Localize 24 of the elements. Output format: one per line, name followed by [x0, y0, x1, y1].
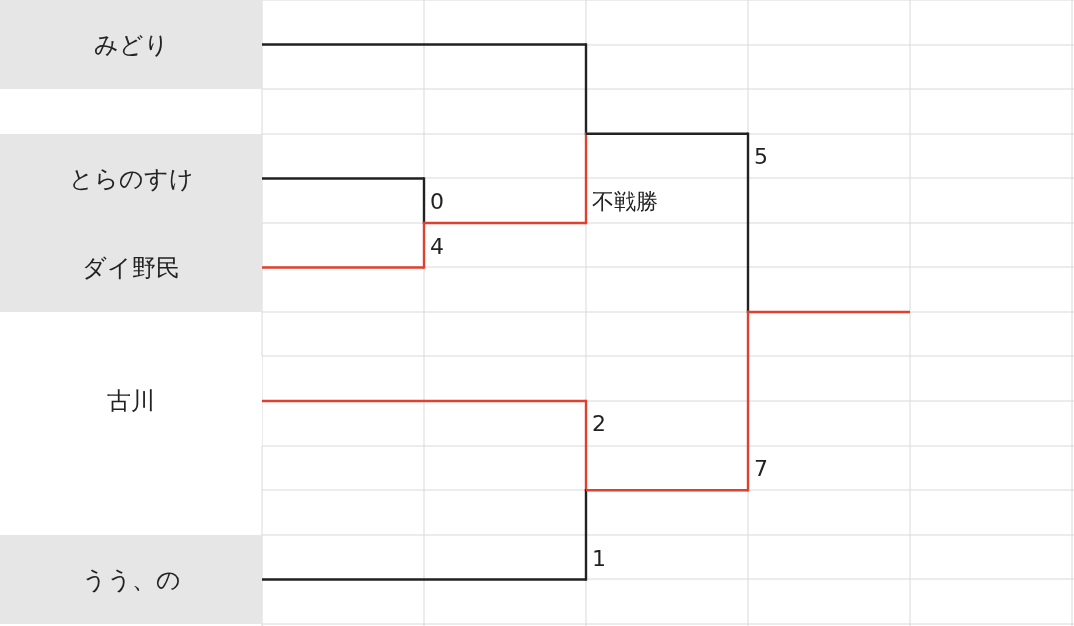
bracket-line: [262, 43, 586, 46]
edge-label: 1: [592, 545, 606, 572]
name-cell: ダイ野民: [0, 223, 262, 312]
edge-label: 5: [754, 143, 768, 170]
bracket-line: [584, 399, 588, 581]
edge-label: 0: [430, 188, 444, 215]
bracket-line: [748, 310, 910, 314]
bracket-line: [586, 489, 748, 492]
bracket-line: [262, 399, 586, 403]
bracket-line: [586, 132, 748, 135]
bracket-line: [424, 221, 586, 225]
bracket-line: [584, 43, 588, 225]
name-cell: うう、の: [0, 535, 262, 624]
name-cell: みどり: [0, 0, 262, 89]
bracket-line: [262, 177, 424, 180]
edge-label: 4: [430, 233, 444, 260]
edge-label: 2: [592, 411, 606, 437]
edge-label: 7: [754, 456, 768, 483]
name-cell: とらのすけ: [0, 134, 262, 223]
bracket-line: [262, 266, 424, 269]
bracket-line: [746, 132, 750, 492]
bracket-line: [262, 578, 586, 581]
bracket-line: [422, 177, 426, 269]
edge-label: 不戦勝: [592, 189, 658, 215]
